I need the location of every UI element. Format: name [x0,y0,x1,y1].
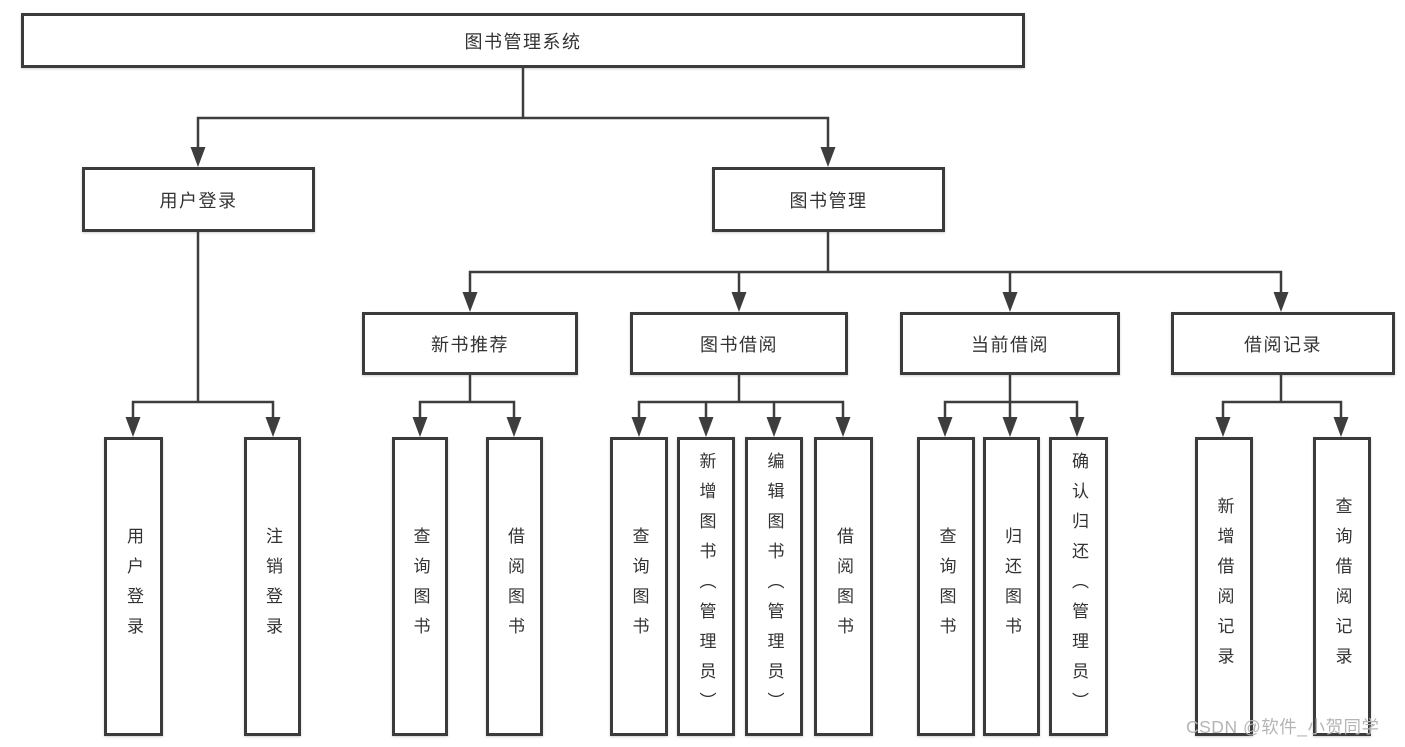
node-borrowing-records: 借阅记录 [1171,312,1395,375]
leaf-records-add-record-label: 新增借阅记录 [1214,496,1234,677]
node-book-borrowing: 图书借阅 [630,312,848,375]
leaf-borrowing-query-books-label: 查询图书 [629,526,649,647]
leaf-current-return-book: 归还图书 [983,437,1040,736]
node-current-borrowing: 当前借阅 [900,312,1120,375]
node-current-borrowing-label: 当前借阅 [971,334,1049,355]
node-book-management-label: 图书管理 [789,190,868,211]
leaf-logout: 注销登录 [244,437,301,736]
leaf-recommend-borrow-book-label: 借阅图书 [505,526,524,647]
node-user-login-label: 用户登录 [159,190,238,211]
leaf-borrowing-query-books: 查询图书 [610,437,668,736]
leaf-borrowing-edit-book-admin: 编辑图书（管理员） [745,437,803,736]
leaf-current-return-book-label: 归还图书 [1002,526,1021,647]
leaf-records-query-record: 查询借阅记录 [1313,437,1371,736]
leaf-current-query-books: 查询图书 [917,437,975,736]
leaf-current-confirm-return-admin-label: 确认归还（管理员） [1069,451,1088,722]
leaf-recommend-query-books-label: 查询图书 [410,526,430,647]
node-book-management: 图书管理 [712,167,945,232]
leaf-borrowing-add-book-admin: 新增图书（管理员） [677,437,735,736]
leaf-recommend-borrow-book: 借阅图书 [486,437,543,736]
node-root: 图书管理系统 [21,13,1025,68]
leaf-user-login: 用户登录 [104,437,163,736]
node-user-login: 用户登录 [82,167,315,232]
leaf-records-query-record-label: 查询借阅记录 [1332,496,1352,677]
leaf-borrowing-edit-book-admin-label: 编辑图书（管理员） [764,451,784,722]
node-new-book-recommend: 新书推荐 [362,312,578,375]
node-borrowing-records-label: 借阅记录 [1244,334,1322,355]
node-book-borrowing-label: 图书借阅 [700,334,778,355]
leaf-current-confirm-return-admin: 确认归还（管理员） [1049,437,1108,736]
leaf-current-query-books-label: 查询图书 [936,526,956,647]
leaf-user-login-label: 用户登录 [124,526,143,647]
leaf-borrowing-borrow-book: 借阅图书 [814,437,873,736]
leaf-logout-label: 注销登录 [263,526,282,647]
watermark: CSDN @软件_小贺同学 [1186,717,1380,737]
node-new-book-recommend-label: 新书推荐 [431,334,509,355]
node-root-label: 图书管理系统 [464,31,582,52]
leaf-recommend-query-books: 查询图书 [392,437,448,736]
leaf-borrowing-add-book-admin-label: 新增图书（管理员） [696,451,716,722]
leaf-records-add-record: 新增借阅记录 [1195,437,1253,736]
leaf-borrowing-borrow-book-label: 借阅图书 [834,526,853,647]
